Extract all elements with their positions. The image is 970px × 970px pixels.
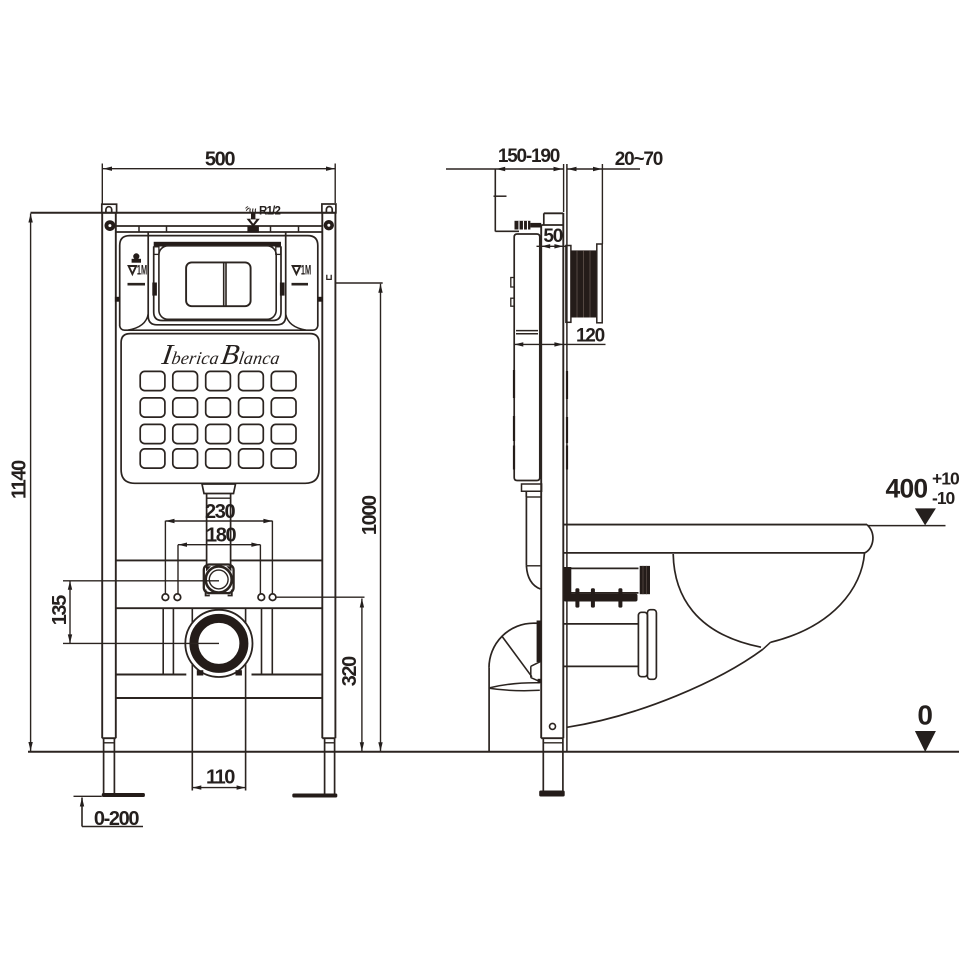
svg-text:110: 110 [206,767,235,789]
svg-text:1140: 1140 [9,460,31,499]
svg-text:1M: 1M [301,263,311,278]
svg-text:120: 120 [576,326,605,347]
svg-text:500: 500 [205,149,235,171]
svg-text:-10: -10 [932,488,956,508]
svg-text:180: 180 [206,524,236,546]
svg-text:50: 50 [543,226,562,247]
svg-text:0: 0 [917,700,933,731]
svg-text:IbericaBlanca: IbericaBlanca [159,339,283,371]
svg-text:0-200: 0-200 [94,808,139,830]
svg-text:R1/2: R1/2 [259,206,280,218]
svg-text:320: 320 [339,656,361,686]
svg-text:230: 230 [205,501,235,523]
svg-text:+10: +10 [932,468,960,488]
svg-text:20~70: 20~70 [615,149,663,170]
svg-text:1000: 1000 [359,495,381,535]
svg-text:1M: 1M [137,263,147,278]
svg-text:400: 400 [886,474,928,504]
svg-text:135: 135 [49,595,71,625]
svg-text:150-190: 150-190 [498,146,560,167]
